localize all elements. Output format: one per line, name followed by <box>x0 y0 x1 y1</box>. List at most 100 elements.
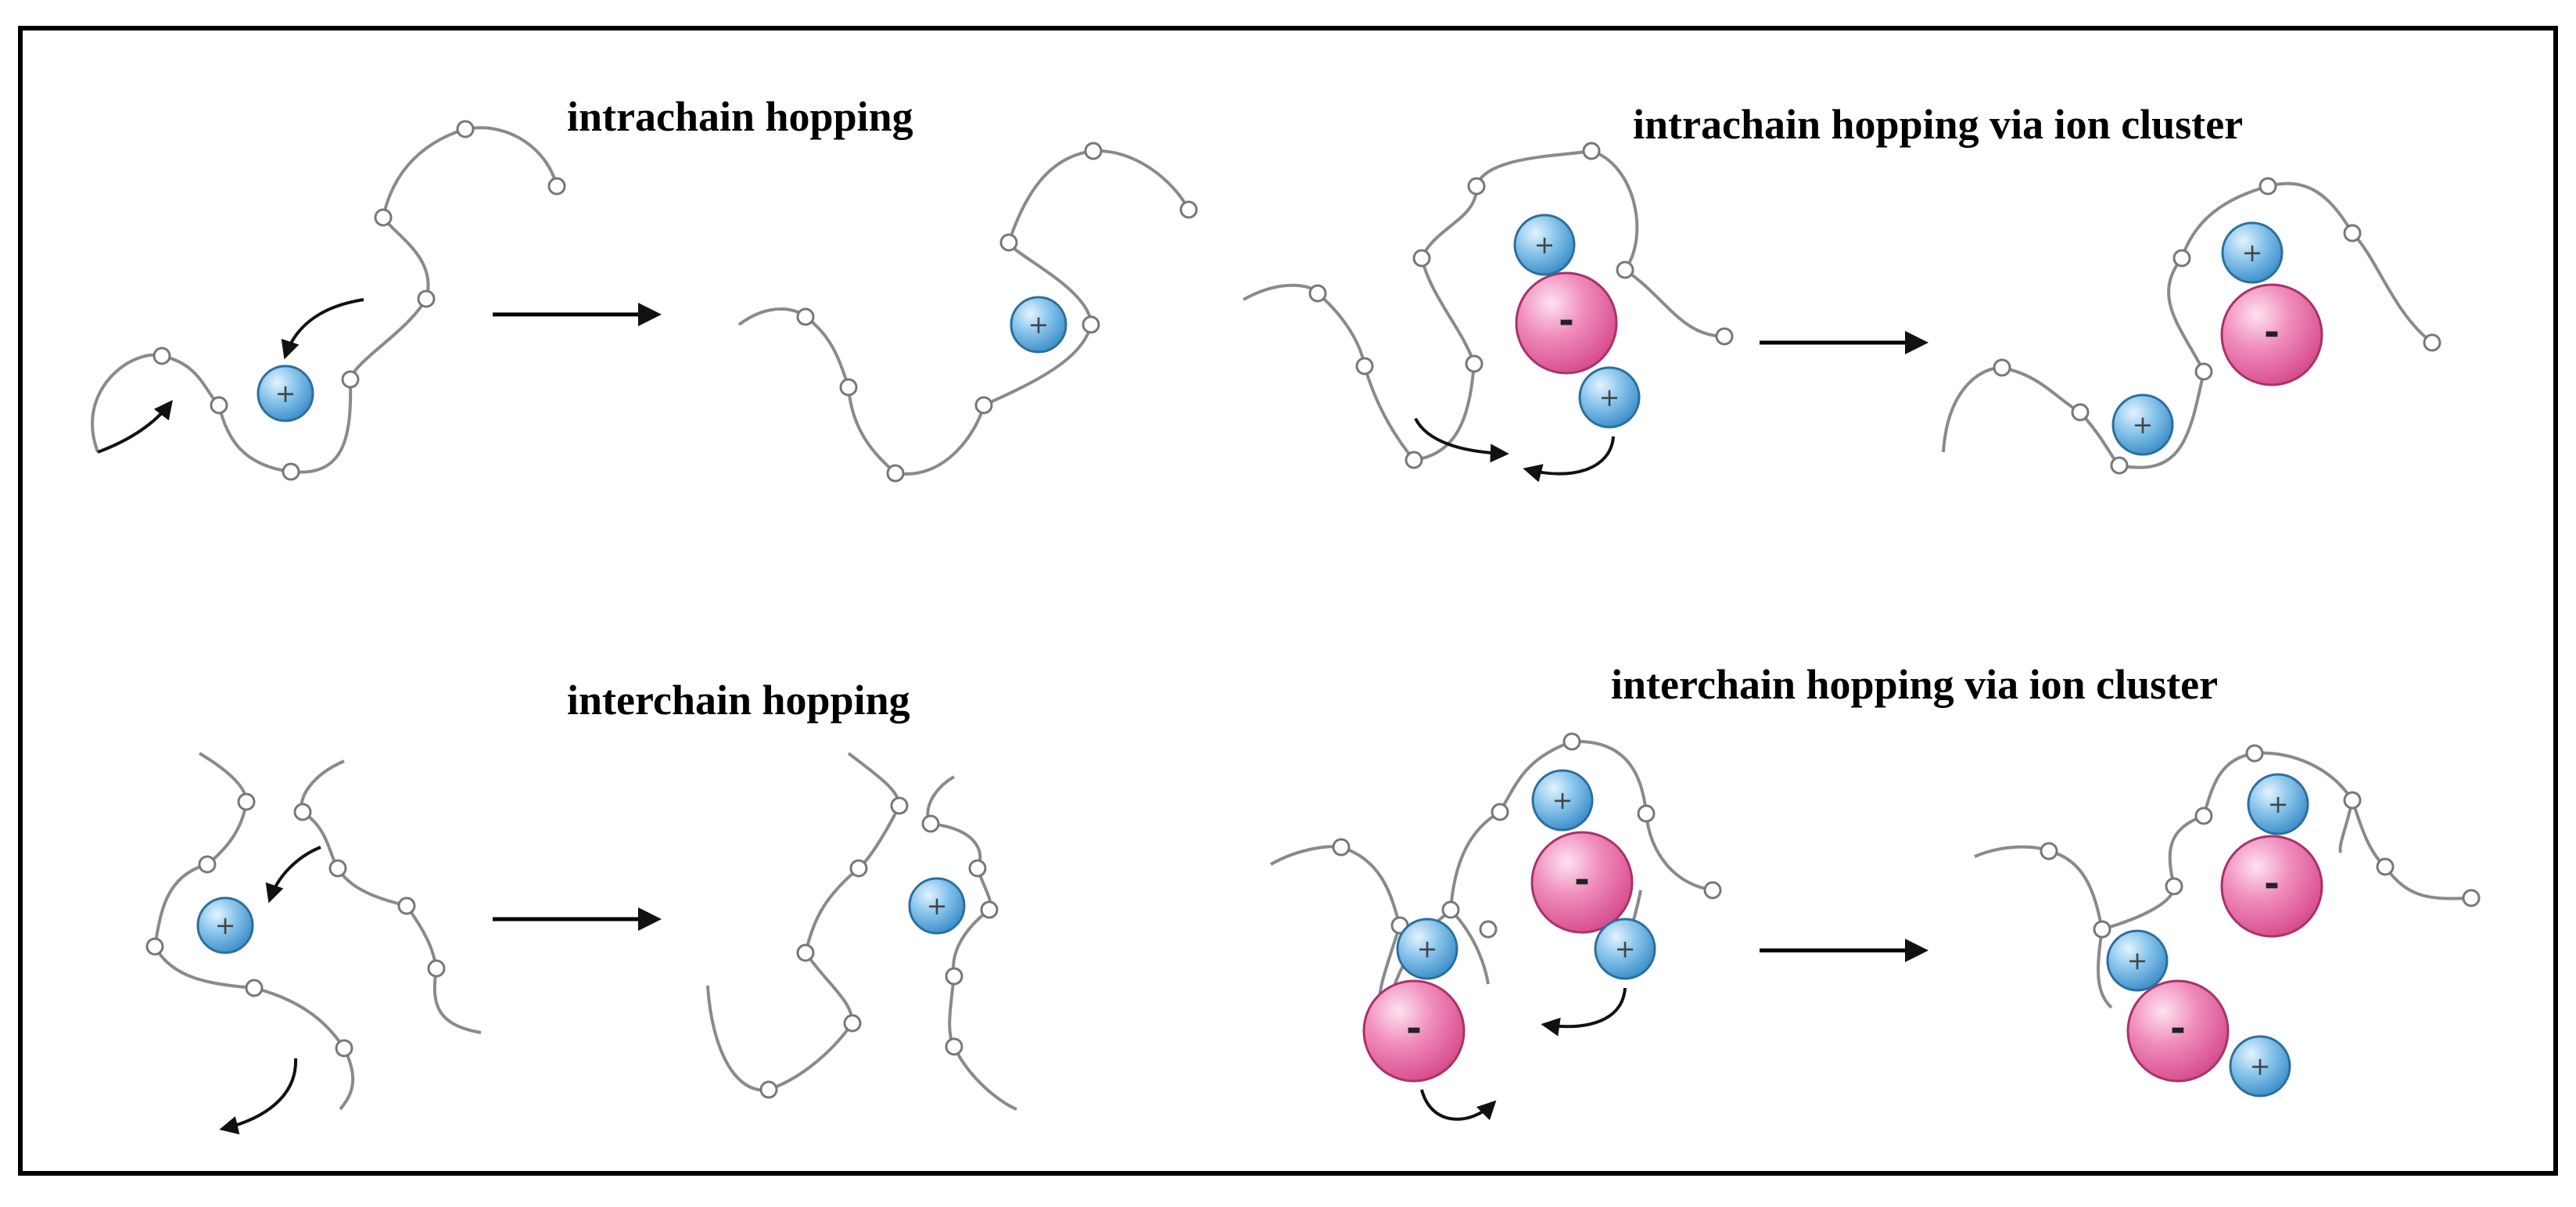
figure-frame <box>18 26 2558 1176</box>
bead <box>210 396 228 415</box>
bead <box>2165 877 2183 896</box>
anion: - <box>2220 835 2323 938</box>
bead <box>1355 357 1374 375</box>
bead <box>2245 744 2264 763</box>
cation: + <box>196 896 254 954</box>
cation: + <box>908 877 966 935</box>
bead <box>1441 900 1460 919</box>
bead <box>2343 791 2362 810</box>
bead <box>968 859 987 878</box>
anion-symbol: - <box>1406 1007 1422 1051</box>
cation: + <box>1531 769 1594 832</box>
bead <box>2110 456 2129 475</box>
bead <box>1405 451 1423 469</box>
bead <box>2376 857 2395 876</box>
bead <box>1562 732 1581 751</box>
cation: + <box>1396 918 1458 980</box>
bead <box>1465 354 1484 373</box>
bead <box>1993 358 2011 377</box>
bead <box>796 943 815 962</box>
motion-arrows <box>97 298 364 454</box>
polymer-chain <box>1243 149 2434 469</box>
motion-arrows <box>219 846 321 1135</box>
bead <box>456 120 475 138</box>
cation-symbol: + <box>1417 934 1438 964</box>
bead <box>293 803 312 821</box>
cation-symbol: + <box>1615 934 1636 964</box>
anion: - <box>2126 979 2230 1083</box>
cation-symbol: + <box>2268 789 2289 819</box>
bead <box>1703 881 1722 900</box>
cation-symbol: + <box>1599 383 1620 412</box>
bead <box>999 233 1018 252</box>
bead <box>2462 889 2481 907</box>
bead <box>2071 403 2090 422</box>
curved-arrow <box>219 1058 298 1135</box>
bead <box>341 370 360 389</box>
anion-symbol: - <box>2264 862 2280 906</box>
bead <box>945 1037 963 1056</box>
anion-symbol: - <box>1574 858 1590 902</box>
bead <box>1637 804 1656 823</box>
panel-intrachain: + + <box>91 120 1198 483</box>
curved-arrow <box>265 846 321 903</box>
cation: + <box>1578 366 1641 429</box>
bead <box>374 208 393 227</box>
curved-arrow <box>1420 1089 1497 1121</box>
cation: + <box>257 365 314 422</box>
cation-symbol: + <box>2250 1051 2271 1081</box>
curved-arrow <box>281 298 364 360</box>
bead <box>2093 920 2111 939</box>
bead <box>198 855 217 874</box>
bead <box>1715 327 1734 346</box>
panel-intrachain-cluster: - + + - + + <box>1243 142 2441 483</box>
bead <box>849 859 868 878</box>
cation: + <box>2111 393 2174 456</box>
bead <box>328 859 347 878</box>
motion-arrows <box>1414 418 1615 483</box>
cation-symbol: + <box>215 911 236 940</box>
cation: + <box>2247 773 2309 835</box>
bead <box>945 967 963 986</box>
cation-symbol: + <box>927 891 948 921</box>
bead <box>2194 362 2213 381</box>
curved-arrow <box>1414 418 1509 463</box>
bead <box>1179 200 1198 219</box>
anion: - <box>1515 271 1618 375</box>
label-intrachain: intrachain hopping <box>567 93 913 140</box>
bead <box>796 307 815 326</box>
bead <box>2172 249 2191 268</box>
bead <box>2423 333 2441 352</box>
cation-symbol: + <box>2127 946 2148 975</box>
bead <box>2258 177 2277 196</box>
cation: + <box>2106 929 2169 992</box>
anion: - <box>1362 979 1466 1083</box>
label-interchain: interchain hopping <box>567 677 910 724</box>
bead <box>1308 284 1327 303</box>
bead <box>152 347 171 365</box>
bead <box>759 1080 778 1099</box>
bead <box>547 177 566 196</box>
bead <box>427 959 446 978</box>
cation-symbol: + <box>1028 310 1049 339</box>
curved-arrow <box>1541 987 1627 1036</box>
bead <box>974 396 993 415</box>
cation-symbol: + <box>2133 410 2154 440</box>
anion-symbol: - <box>1559 299 1574 343</box>
anion: - <box>2220 283 2323 386</box>
bead <box>1467 177 1486 196</box>
bead <box>843 1014 862 1033</box>
label-intrachain-cluster: intrachain hopping via ion cluster <box>1633 101 2244 148</box>
motion-arrows <box>1420 987 1627 1121</box>
cation-symbol: + <box>2242 238 2263 268</box>
bead <box>1412 249 1431 268</box>
anion-symbol: - <box>2170 1007 2186 1051</box>
bead <box>1616 260 1634 279</box>
bead <box>145 937 164 956</box>
bead <box>921 814 940 833</box>
cation: + <box>1513 214 1576 276</box>
anion-symbol: - <box>2264 311 2280 354</box>
cation: + <box>1594 918 1656 980</box>
bead <box>2343 224 2362 242</box>
